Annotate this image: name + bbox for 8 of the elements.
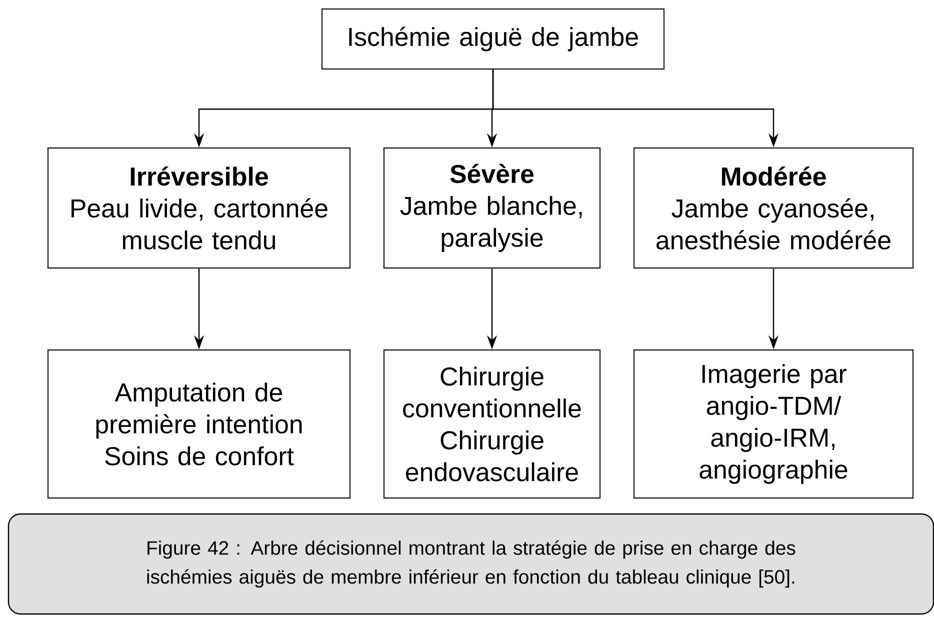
box: Chirurgie conventionnelle Chirurgie endovasculaire — [383, 349, 601, 499]
box: Ischémie aiguë de jambe — [321, 8, 665, 70]
box: Modérée Jambe cyanosée, anesthésie modérée — [633, 147, 914, 269]
box: Amputation de première intention Soins de confort — [47, 349, 351, 499]
box: Irréversible Peau livide, cartonnée muscle tendu — [47, 147, 351, 269]
box: Sévère Jambe blanche, paralysie — [383, 147, 601, 269]
caption-box: Figure 42 : Arbre décisionnel montrant la stratégie de prise en charge des ischémies aiguës de membre inférieur en fonction du tableau clinique [50]. — [8, 513, 934, 615]
box: Imagerie par angio-TDM/ angio-IRM, angiographie — [633, 349, 914, 499]
